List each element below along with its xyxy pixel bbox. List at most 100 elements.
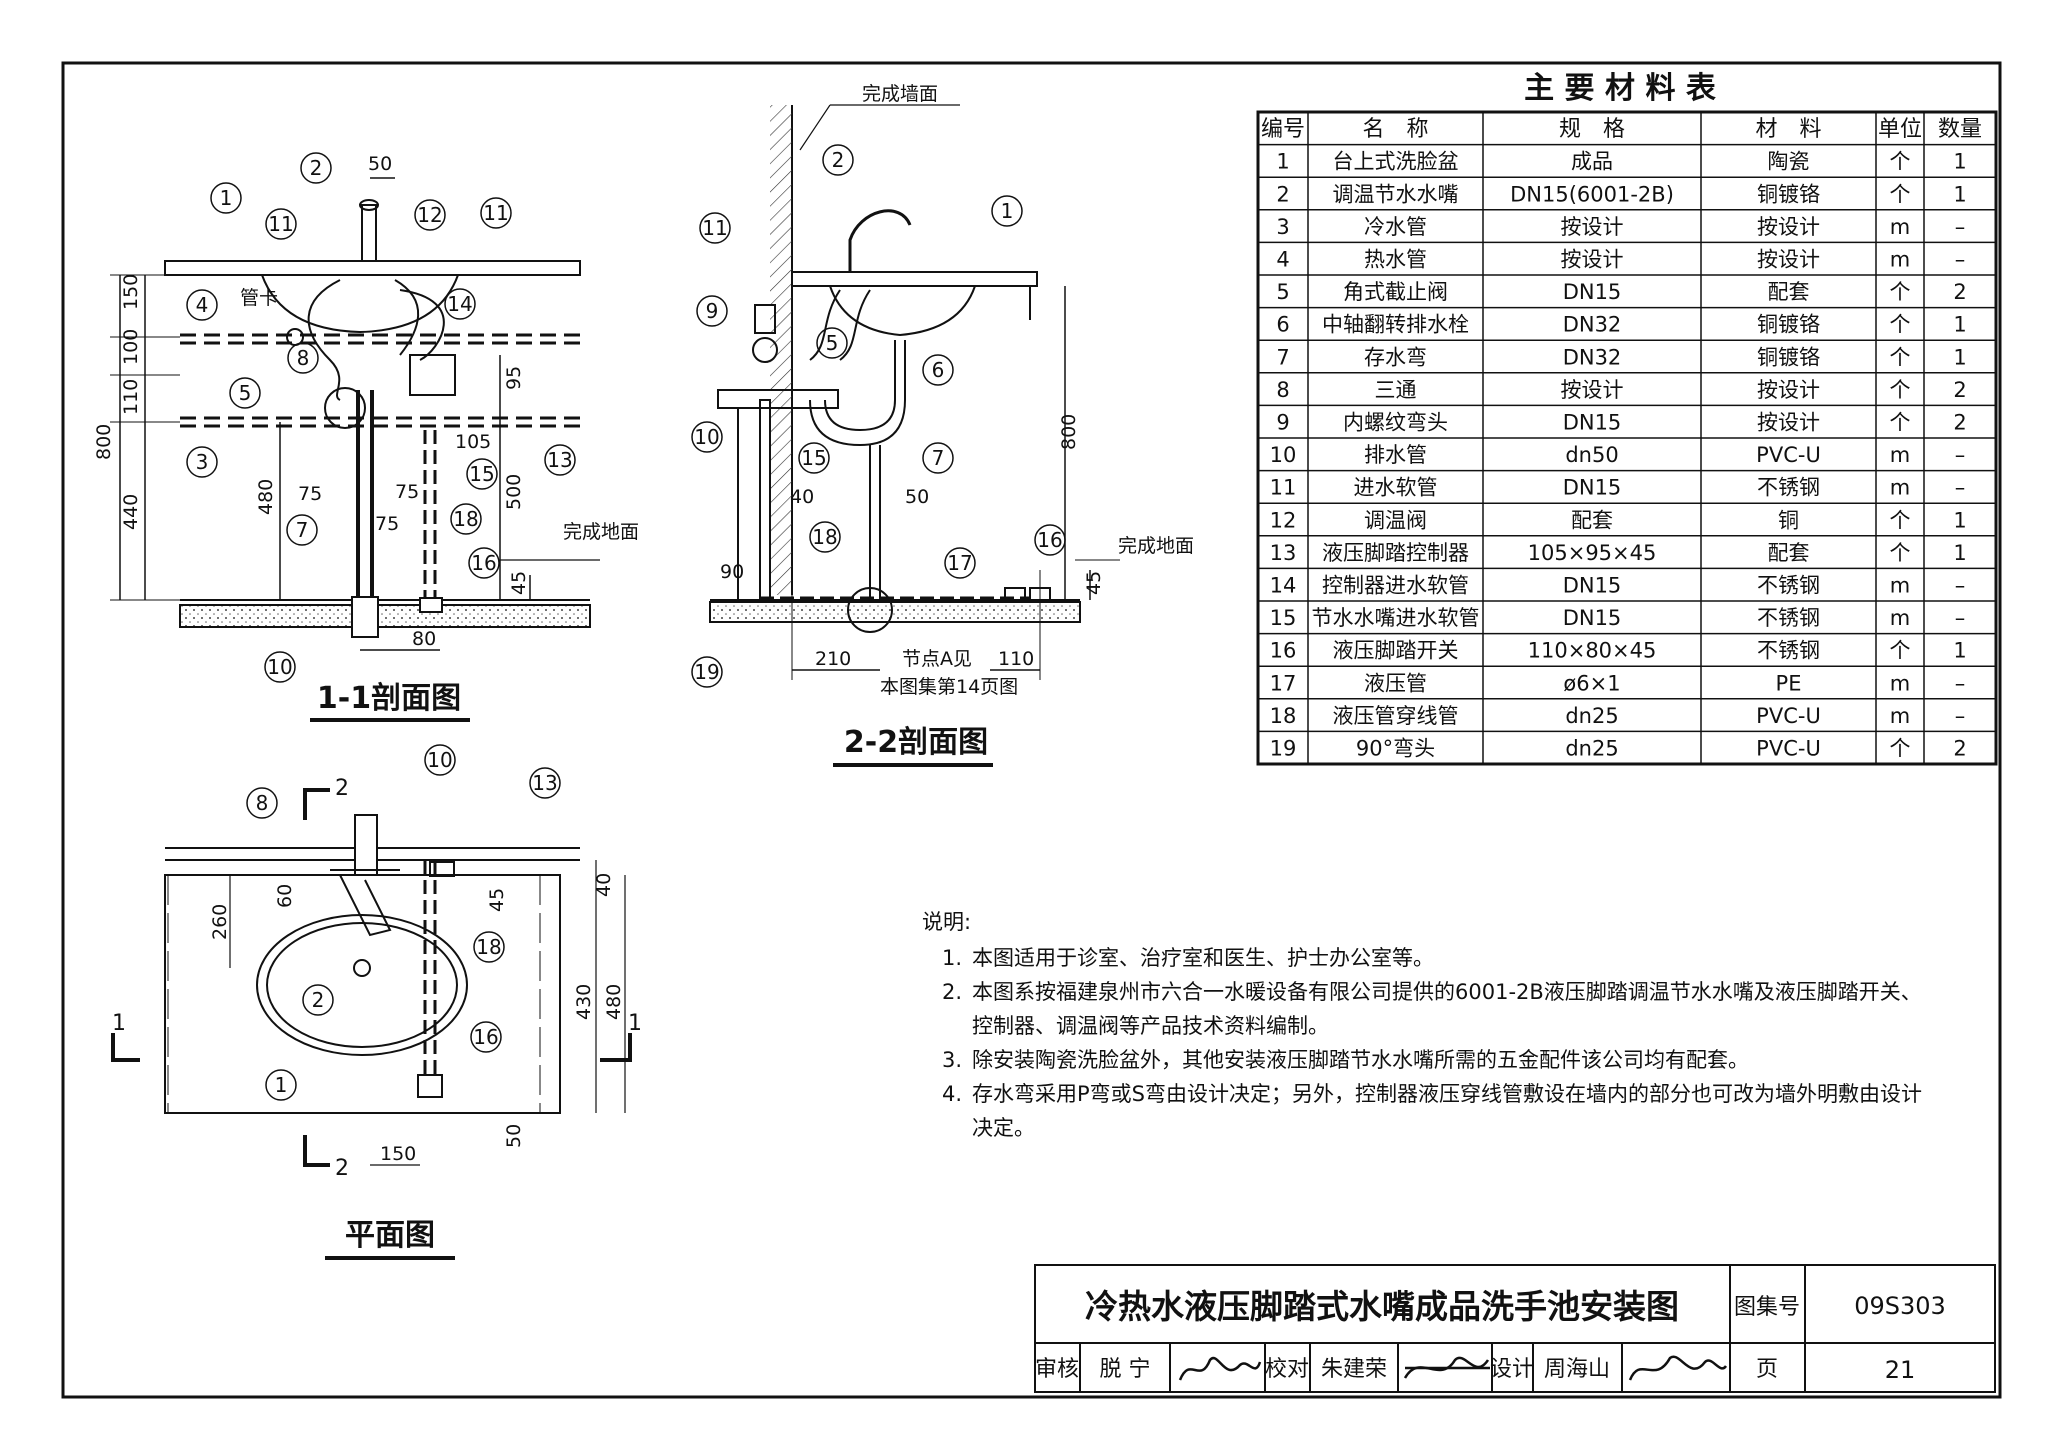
table-cell: dn25 (1565, 737, 1618, 761)
table-cell: 2 (1953, 280, 1966, 304)
svg-text:11: 11 (702, 216, 727, 240)
callout-4: 4 (196, 293, 209, 317)
table-cell: 不锈钢 (1757, 574, 1820, 598)
svg-text:2: 2 (832, 148, 845, 172)
table-cell: 调温节水水嘴 (1333, 182, 1459, 206)
table-header-cell: 数量 (1938, 117, 1982, 142)
svg-text:17: 17 (947, 551, 972, 575)
svg-text:45: 45 (508, 571, 530, 595)
svg-text:75: 75 (298, 483, 322, 505)
section-2-2-dims: 800 40 50 90 45 210 110 完成墙面 完成地面 节点A见 本… (720, 83, 1194, 698)
svg-text:75: 75 (375, 513, 399, 535)
callout-11: 11 (268, 212, 293, 236)
table-cell: ø6×1 (1563, 671, 1620, 695)
table-cell: m (1890, 248, 1910, 272)
svg-text:105: 105 (455, 431, 491, 453)
svg-text:75: 75 (395, 481, 419, 503)
callout-3: 3 (196, 450, 209, 474)
note-item: 1.本图适用于诊室、治疗室和医生、护士办公室等。 (922, 941, 1942, 975)
callout-18: 18 (453, 507, 478, 531)
table-cell: 铜 (1778, 508, 1799, 532)
table-cell: 个 (1890, 345, 1911, 369)
notes-list: 1.本图适用于诊室、治疗室和医生、护士办公室等。2.本图系按福建泉州市六合一水暖… (922, 941, 1942, 1145)
table-cell: 1 (1953, 639, 1966, 663)
svg-text:15: 15 (801, 446, 826, 470)
note-text: 本图系按福建泉州市六合一水暖设备有限公司提供的6001-2B液压脚踏调温节水水嘴… (972, 980, 1922, 1038)
signatures (1178, 1355, 1728, 1381)
callout-8: 8 (297, 346, 310, 370)
table-cell: DN15 (1563, 411, 1622, 435)
design-label: 设计 (1490, 1357, 1534, 1382)
section-2-2-callouts (691, 144, 1066, 688)
svg-text:260: 260 (209, 904, 231, 940)
table-cell: 铜镀铬 (1757, 313, 1820, 337)
svg-text:50: 50 (368, 153, 392, 175)
svg-text:10: 10 (694, 425, 719, 449)
table-cell: PVC-U (1756, 737, 1821, 761)
svg-text:2: 2 (312, 988, 325, 1012)
atlas-no-label: 图集号 (1734, 1295, 1800, 1320)
note-number: 3. (941, 1048, 962, 1072)
table-cell: 15 (1270, 606, 1297, 630)
svg-text:100: 100 (120, 329, 142, 365)
table-cell: 11 (1270, 476, 1297, 500)
table-cell: m (1890, 443, 1910, 467)
svg-text:210: 210 (815, 648, 851, 670)
callout-12: 12 (417, 203, 442, 227)
table-cell: 7 (1276, 345, 1289, 369)
table-cell: DN15 (1563, 476, 1622, 500)
table-cell: 个 (1890, 508, 1911, 532)
table-cell: 按设计 (1561, 215, 1624, 239)
table-cell: – (1955, 215, 1966, 239)
svg-text:6: 6 (932, 358, 945, 382)
svg-text:10: 10 (427, 748, 452, 772)
table-cell: 9 (1276, 411, 1289, 435)
callout-15: 15 (469, 462, 494, 486)
svg-text:430: 430 (573, 984, 595, 1020)
table-cell: 1 (1276, 150, 1289, 174)
plan-dims: 40 260 60 45 430 480 50 150 (209, 873, 625, 1165)
table-cell: 进水软管 (1354, 476, 1438, 500)
check-label: 校对 (1265, 1357, 1309, 1382)
table-cell: 5 (1276, 280, 1289, 304)
table-cell: 1 (1953, 508, 1966, 532)
table-cell: m (1890, 476, 1910, 500)
note-number: 1. (941, 946, 962, 970)
table-cell: 18 (1270, 704, 1297, 728)
callout-7: 7 (296, 518, 309, 542)
plan-drawing (111, 788, 632, 1167)
table-cell: DN15 (1563, 280, 1622, 304)
page-number: 21 (1885, 1356, 1916, 1384)
table-cell: 液压管穿线管 (1333, 704, 1459, 728)
table-cell: 热水管 (1364, 248, 1427, 272)
table-cell: DN15(6001-2B) (1510, 182, 1674, 206)
callout-11b: 11 (483, 201, 508, 225)
svg-text:18: 18 (812, 525, 837, 549)
svg-text:9: 9 (706, 299, 719, 323)
checker-name: 朱建荣 (1321, 1357, 1387, 1382)
table-cell: PE (1776, 671, 1802, 695)
table-cell: 个 (1890, 182, 1911, 206)
svg-text:40: 40 (593, 873, 615, 897)
table-cell: 成品 (1571, 150, 1613, 174)
table-cell: m (1890, 671, 1910, 695)
table-cell: dn25 (1565, 704, 1618, 728)
table-cell: 个 (1890, 313, 1911, 337)
table-cell: 不锈钢 (1757, 476, 1820, 500)
table-cell: PVC-U (1756, 443, 1821, 467)
table-cell: 2 (1953, 737, 1966, 761)
svg-text:13: 13 (532, 771, 557, 795)
table-cell: 个 (1890, 737, 1911, 761)
table-header-cell: 名 称 (1362, 117, 1428, 142)
callout-5: 5 (239, 381, 252, 405)
table-cell: 铜镀铬 (1757, 345, 1820, 369)
svg-text:45: 45 (1083, 571, 1105, 595)
table-cell: 110×80×45 (1528, 639, 1657, 663)
table-cell: 个 (1890, 378, 1911, 402)
svg-text:150: 150 (380, 1143, 416, 1165)
title-block (1034, 1264, 1996, 1393)
materials-title: 主 要 材 料 表 (1524, 71, 1716, 106)
note-text: 存水弯采用P弯或S弯由设计决定；另外，控制器液压穿线管敷设在墙内的部分也可改为墙… (972, 1082, 1922, 1140)
